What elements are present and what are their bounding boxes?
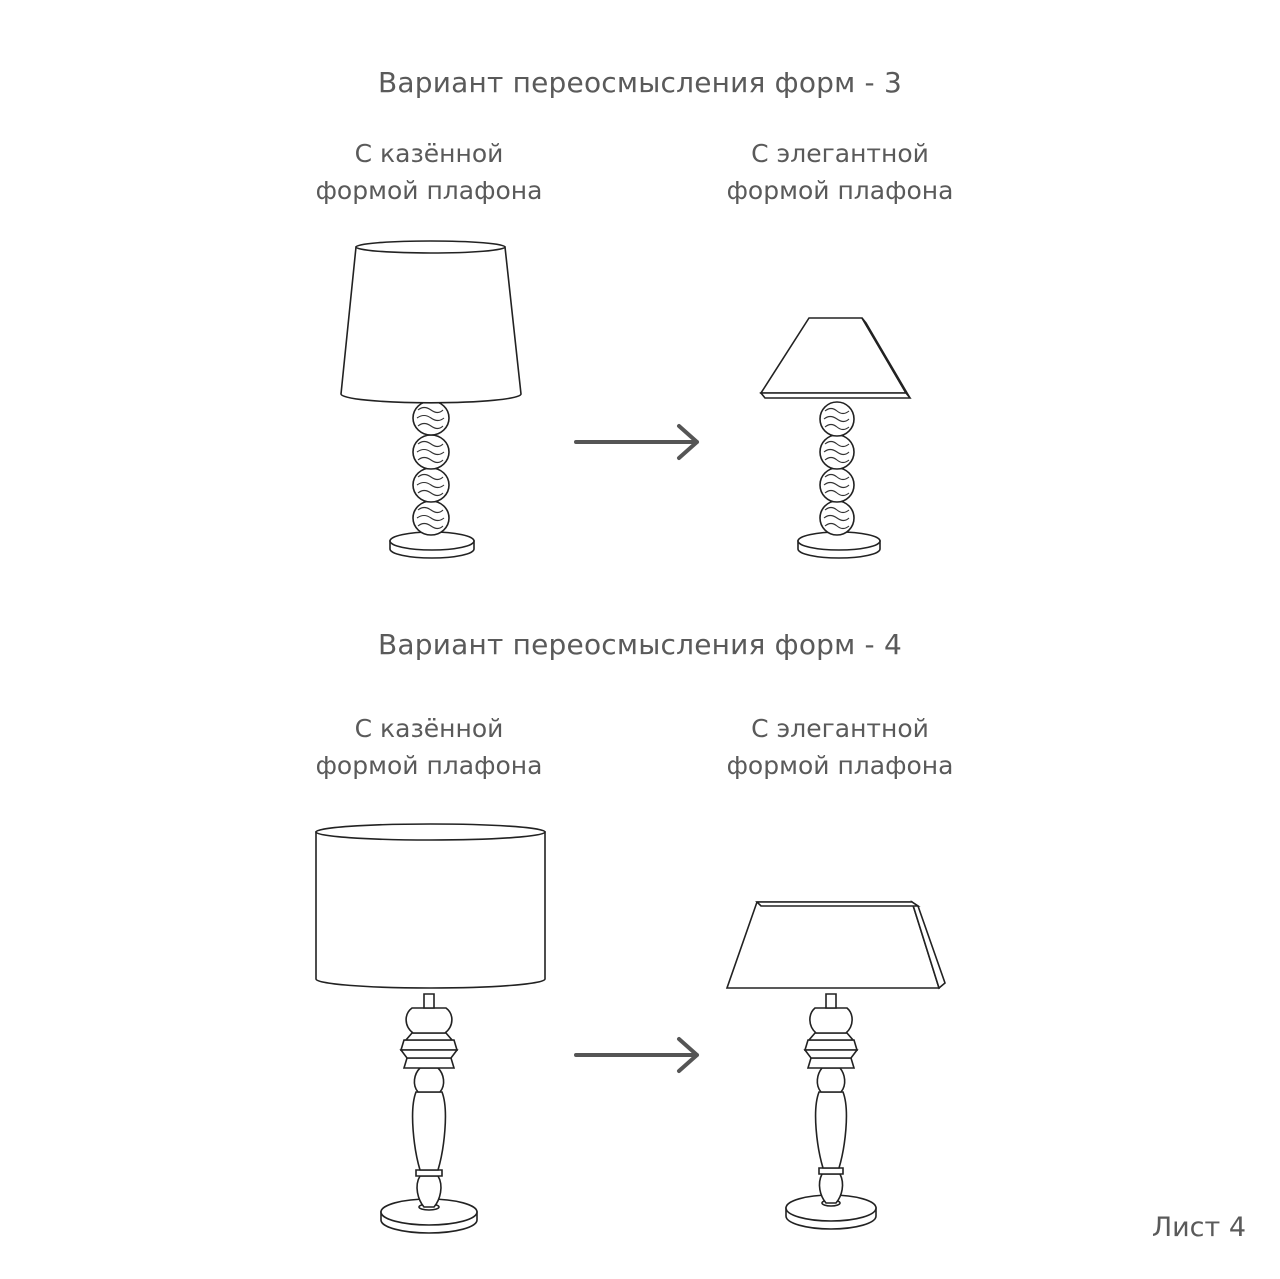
sheet-number: Лист 4 bbox=[1151, 1212, 1246, 1243]
label-line: формой плафона bbox=[315, 176, 543, 205]
section-3-right-label: С элегантной формой плафона bbox=[690, 135, 990, 209]
label-line: формой плафона bbox=[726, 751, 954, 780]
lamp-stem bbox=[399, 993, 459, 1208]
label-line: формой плафона bbox=[726, 176, 954, 205]
label-line: С казённой bbox=[354, 714, 504, 743]
section-4-left-label: С казённой формой плафона bbox=[279, 710, 579, 784]
label-line: С казённой bbox=[354, 139, 504, 168]
lamp-shade bbox=[340, 240, 522, 404]
lamp-spheres bbox=[412, 400, 450, 536]
arrow-right-icon bbox=[574, 1037, 699, 1073]
section-3-left-label: С казённой формой плафона bbox=[279, 135, 579, 209]
arrow-right-icon bbox=[574, 424, 699, 460]
lamp-3-plain bbox=[340, 240, 522, 559]
label-line: С элегантной bbox=[751, 139, 929, 168]
label-line: формой плафона bbox=[315, 751, 543, 780]
lamp-stem bbox=[803, 993, 859, 1204]
lamp-shade bbox=[759, 317, 912, 399]
lamp-base bbox=[389, 531, 475, 559]
lamp-3-elegant bbox=[759, 317, 912, 559]
lamp-shade bbox=[725, 900, 946, 990]
section-4-title: Вариант переосмысления форм - 4 bbox=[378, 628, 902, 661]
section-3-title: Вариант переосмысления форм - 3 bbox=[378, 66, 902, 99]
lamp-base bbox=[797, 531, 881, 559]
lamp-4-elegant bbox=[725, 900, 946, 1230]
lamp-shade bbox=[315, 823, 546, 989]
lamp-4-plain bbox=[315, 823, 546, 1234]
lamp-spheres bbox=[819, 401, 855, 536]
section-4-right-label: С элегантной формой плафона bbox=[690, 710, 990, 784]
label-line: С элегантной bbox=[751, 714, 929, 743]
